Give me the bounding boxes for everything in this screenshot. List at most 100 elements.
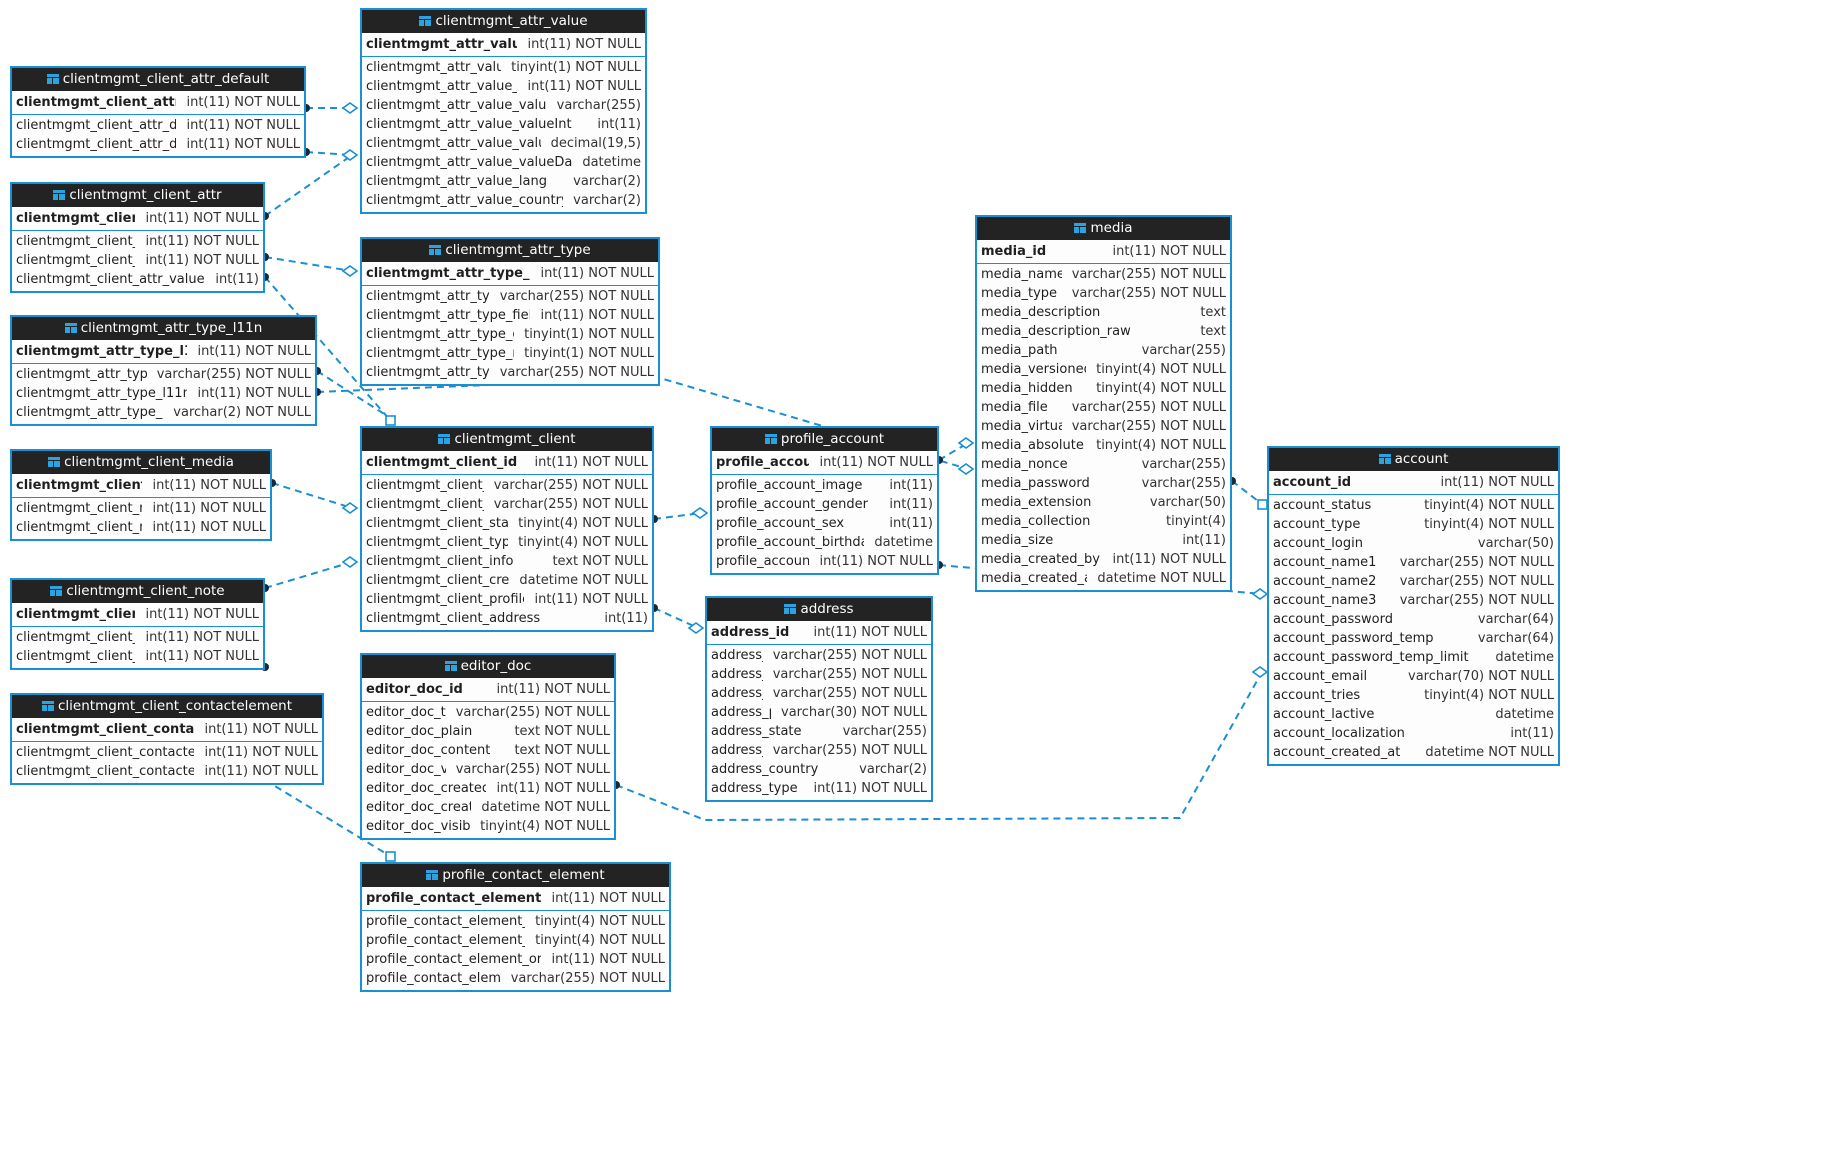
column-name: clientmgmt_attr_type_name [366, 289, 490, 304]
column-name: clientmgmt_client_no [366, 478, 484, 493]
column-type: varchar(50) [1149, 495, 1226, 510]
column-type: datetime NOT NULL [481, 800, 610, 815]
column-name: clientmgmt_client_media_dst [16, 501, 142, 516]
column-name: clientmgmt_client_note_dst [16, 630, 135, 645]
table-clientmgmt_client_attr[interactable]: clientmgmt_client_attr clientmgmt_client_… [10, 182, 265, 293]
column-name: clientmgmt_attr_value_type [366, 79, 518, 94]
table-icon [426, 870, 439, 880]
column-name: profile_account_id [716, 455, 810, 470]
column-name: media_password [981, 476, 1090, 491]
column-type: tinyint(4) NOT NULL [1096, 438, 1226, 453]
column-name: media_size [981, 533, 1054, 548]
column-row: clientmgmt_client_note_srcint(11) NOT NU… [12, 647, 263, 666]
table-header[interactable]: media [977, 217, 1230, 240]
column-row: clientmgmt_client_novarchar(255) NOT NUL… [362, 476, 652, 495]
column-name: address_id [711, 625, 790, 640]
column-name: editor_doc_content [366, 743, 491, 758]
column-row: clientmgmt_client_attr_default_valueint(… [12, 135, 304, 154]
edge-clientattr-attrtype [264, 256, 353, 272]
column-type: varchar(64) [1477, 612, 1554, 627]
column-type: text NOT NULL [514, 743, 610, 758]
column-name: account_lactive [1273, 707, 1375, 722]
table-header[interactable]: clientmgmt_attr_type_l11n [12, 317, 315, 340]
column-name: clientmgmt_client_info [366, 554, 514, 569]
column-name: clientmgmt_attr_value_valueStr [366, 98, 547, 113]
table-clientmgmt_client_note[interactable]: clientmgmt_client_note clientmgmt_client_… [10, 578, 265, 670]
table-header[interactable]: profile_contact_element [362, 864, 669, 887]
table-header[interactable]: clientmgmt_client [362, 428, 652, 451]
table-clientmgmt_client_contactelement[interactable]: clientmgmt_client_contactelement clientmg… [10, 693, 324, 785]
column-name: clientmgmt_attr_value_valueInt [366, 117, 572, 132]
table-header[interactable]: clientmgmt_client_contactelement [12, 695, 322, 718]
column-type: varchar(255) NOT NULL [455, 705, 610, 720]
column-type: varchar(255) NOT NULL [1071, 419, 1226, 434]
table-header[interactable]: clientmgmt_client_note [12, 580, 263, 603]
column-name: clientmgmt_attr_type_l11n_title [16, 367, 147, 382]
table-header[interactable]: address [707, 598, 931, 621]
column-row: clientmgmt_client_contactelement_dstint(… [12, 743, 322, 762]
column-name: clientmgmt_client_media_src [16, 520, 142, 535]
column-type: varchar(255) NOT NULL [499, 365, 654, 380]
table-clientmgmt_client_media[interactable]: clientmgmt_client_media clientmgmt_client… [10, 449, 272, 541]
column-name: clientmgmt_client_attr_value [16, 272, 205, 287]
table-header[interactable]: editor_doc [362, 655, 614, 678]
column-row: clientmgmt_attr_value_valueStr varchar(25… [362, 96, 645, 115]
table-header[interactable]: clientmgmt_client_attr [12, 184, 263, 207]
table-title: clientmgmt_client_attr [69, 187, 222, 203]
edge-clientnote-client [264, 561, 353, 589]
column-name: profile_account_gender [716, 497, 868, 512]
column-name: profile_contact_element_subtype [366, 933, 525, 948]
table-icon [48, 457, 61, 467]
column-row: clientmgmt_client_note_dstint(11) NOT NU… [12, 628, 263, 647]
table-address[interactable]: address address_id int(11) NOT NULL address… [705, 596, 933, 802]
table-profile_account[interactable]: profile_accountprofile_account_idint(11)… [710, 426, 939, 575]
table-header[interactable]: clientmgmt_attr_type [362, 239, 658, 262]
column-type: varchar(255) NOT NULL [156, 367, 311, 382]
edge-endpoint-diamond [1251, 588, 1269, 600]
table-header[interactable]: clientmgmt_client_media [12, 451, 270, 474]
column-type: int(11) [1510, 726, 1554, 741]
column-type: int(11) NOT NULL [197, 344, 311, 359]
primary-key-row: clientmgmt_client_attr_default_idint(11)… [12, 92, 304, 113]
table-header[interactable]: clientmgmt_client_attr_default [12, 68, 304, 91]
column-type: tinyint(4) NOT NULL [535, 933, 665, 948]
column-name: clientmgmt_client_attr_default_id [16, 95, 176, 110]
column-type: int(11) NOT NULL [145, 607, 259, 622]
table-clientmgmt_attr_type[interactable]: clientmgmt_attr_type clientmgmt_attr_type… [360, 237, 660, 386]
table-header[interactable]: clientmgmt_attr_value [362, 10, 645, 33]
edge-endpoint-diamond [341, 102, 359, 114]
column-type: varchar(255) [556, 98, 641, 113]
column-type: varchar(255) [842, 724, 927, 739]
column-name: clientmgmt_client_attr_default_type [16, 118, 177, 133]
table-header[interactable]: account [1269, 448, 1558, 471]
edge-endpoint-diamond [341, 149, 359, 161]
column-row: clientmgmt_attr_value_defaulttinyint(1) … [362, 58, 645, 77]
column-type: int(11) NOT NULL [813, 625, 927, 640]
table-clientmgmt_attr_value[interactable]: clientmgmt_attr_value clientmgmt_attr_val… [360, 8, 647, 214]
columns-section: clientmgmt_client_media_dstint(11) NOT N… [12, 498, 270, 539]
table-header[interactable]: profile_account [712, 428, 937, 451]
column-name: account_id [1273, 475, 1352, 490]
column-type: int(11) NOT NULL [496, 781, 610, 796]
columns-section: clientmgmt_client_attr_default_typeint(1… [12, 115, 304, 156]
